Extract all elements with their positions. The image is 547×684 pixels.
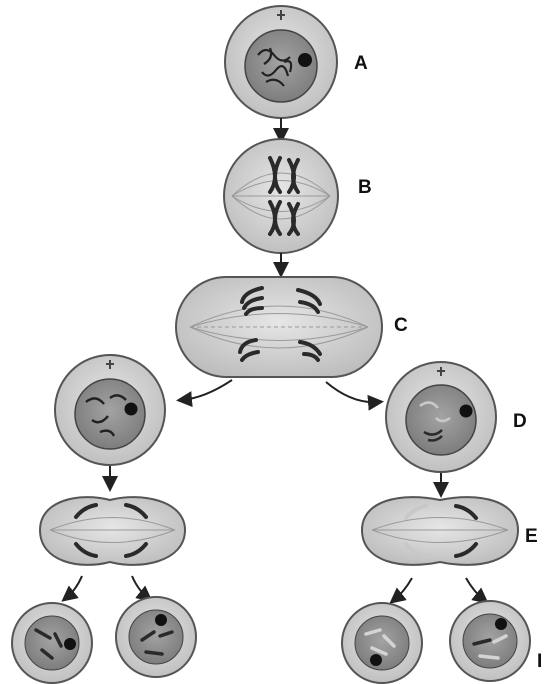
cell-c	[175, 276, 383, 378]
label-f: I	[537, 651, 542, 672]
nucleolus	[298, 53, 312, 67]
arrow-bottom-4	[465, 577, 489, 604]
arrow-c-right	[325, 381, 384, 411]
chromosomes-b	[268, 156, 300, 236]
centrosome-icon	[277, 10, 285, 20]
label-e: E	[525, 526, 538, 547]
arrow-bottom-2	[131, 575, 153, 602]
cell-b	[223, 138, 339, 254]
label-d: D	[513, 411, 527, 432]
nucleolus	[459, 404, 473, 418]
label-c: C	[394, 315, 408, 336]
gamete-4	[449, 600, 531, 682]
spindle-fibers-e	[371, 517, 509, 543]
arrow-bottom-3	[389, 577, 413, 604]
gamete-3	[341, 602, 423, 684]
cell-a	[224, 5, 338, 119]
chromatin-d	[419, 401, 451, 442]
spindle-fibers	[231, 172, 331, 220]
spindle-fibers-left	[49, 517, 176, 543]
centrosome-icon	[437, 367, 445, 376]
arrow-c-left	[176, 379, 233, 408]
cell-e	[360, 496, 520, 566]
chromatin-left	[85, 394, 127, 437]
label-b: B	[358, 177, 372, 198]
nucleolus	[124, 402, 138, 416]
gamete-1	[11, 602, 93, 684]
cell-d	[385, 361, 497, 473]
spindle-fibers-c	[189, 305, 369, 349]
arrow-bottom-1	[61, 575, 83, 602]
chromosomes-c	[238, 286, 322, 362]
label-a: A	[354, 53, 368, 74]
chromosomes-e	[404, 504, 478, 558]
cell-left-daughter	[54, 354, 166, 466]
chromatin-threads	[257, 47, 293, 87]
cell-left-anaphase	[38, 496, 187, 566]
centrosome-icon	[106, 360, 114, 369]
gamete-2	[115, 596, 197, 678]
chromosomes-left-anaphase	[74, 503, 148, 558]
